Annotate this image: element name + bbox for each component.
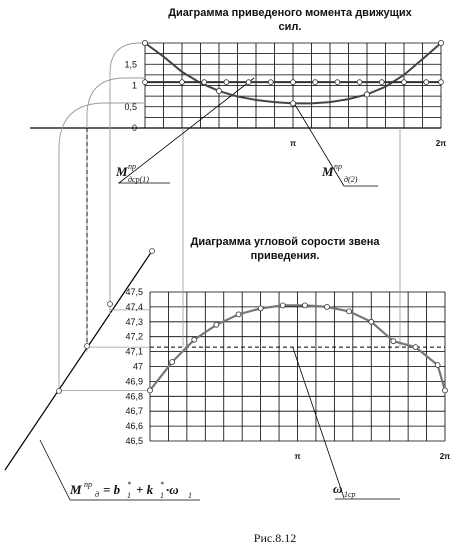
driving-moment-point bbox=[289, 100, 296, 107]
tick-labels: 0 0,5 1 1,5 46,5 46,6 46,7 46,8 46,9 47 47,1 47,2 47… bbox=[124, 59, 450, 461]
bottom-x-tick-label: 2π bbox=[440, 452, 451, 461]
top-y-tick-label: 1 bbox=[132, 81, 137, 91]
omega-point bbox=[169, 359, 176, 365]
bottom-y-tick-label: 46,9 bbox=[125, 376, 143, 386]
bottom-y-tick-label: 46,7 bbox=[125, 406, 143, 416]
omega-mean-label-main: ω bbox=[333, 481, 342, 496]
top-y-tick-label: 0 bbox=[132, 123, 137, 133]
bottom-x-tick-label: π bbox=[294, 452, 300, 461]
mean-moment-point bbox=[179, 79, 185, 85]
bottom-y-tick-label: 46,5 bbox=[125, 436, 143, 446]
omega-point bbox=[191, 336, 198, 343]
chart-series bbox=[141, 40, 448, 394]
driving-moment-point bbox=[215, 88, 222, 95]
formula-b-sup: * bbox=[127, 480, 131, 489]
driving-moment-point bbox=[437, 40, 444, 47]
formula-leader bbox=[39, 439, 71, 501]
mean-moment-point bbox=[223, 79, 230, 85]
omega-point bbox=[346, 308, 353, 315]
formula: M пр д = b 1 * + k 1 * ·ω 1 bbox=[69, 480, 192, 500]
omega-mean-label-sub: 1ср bbox=[344, 490, 356, 499]
mean-moment-point bbox=[401, 79, 407, 85]
formula-dot-omega: ·ω bbox=[166, 482, 179, 497]
omega-point bbox=[442, 387, 448, 394]
bottom-y-tick-label: 46,6 bbox=[125, 421, 143, 431]
bottom-chart-grid bbox=[149, 291, 446, 442]
formula-b-sub: 1 bbox=[127, 491, 131, 500]
mean-moment-point bbox=[290, 79, 296, 85]
omega-point bbox=[412, 344, 419, 351]
moment-driving-label-sup: пр bbox=[334, 162, 342, 171]
projection-curve bbox=[58, 102, 145, 389]
formula-sup: пр bbox=[84, 480, 92, 489]
omega-point bbox=[368, 318, 375, 325]
top-x-tick-label: 2π bbox=[436, 139, 447, 148]
bottom-y-tick-label: 47 bbox=[133, 362, 143, 372]
omega-point bbox=[147, 387, 153, 394]
top-y-tick-label: 0,5 bbox=[124, 102, 137, 112]
top-x-tick-label: π bbox=[290, 139, 296, 148]
bottom-y-tick-label: 47,3 bbox=[125, 317, 143, 327]
formula-plus-k: + k bbox=[136, 482, 154, 497]
driving-moment-point bbox=[363, 91, 370, 98]
omega-point bbox=[434, 362, 441, 368]
mean-moment-point bbox=[245, 79, 252, 85]
projection-curve bbox=[86, 77, 145, 352]
omega-point bbox=[301, 302, 308, 309]
omega-point bbox=[390, 338, 397, 345]
moment-mean-label-sub: дср(1) bbox=[128, 175, 149, 184]
omega-point bbox=[235, 311, 242, 318]
top-y-tick-label: 1,5 bbox=[124, 59, 137, 69]
mean-moment-point bbox=[142, 79, 148, 85]
mean-moment-point bbox=[334, 79, 341, 85]
diagonal-marker bbox=[149, 248, 155, 254]
bottom-y-tick-label: 47,2 bbox=[125, 332, 143, 342]
moment-mean-label-sup: пр bbox=[128, 162, 136, 171]
mean-moment-point bbox=[423, 79, 430, 85]
omega-point bbox=[213, 321, 220, 328]
moment-mean-leader bbox=[118, 77, 255, 184]
moment-driving-leader bbox=[293, 102, 345, 187]
bottom-chart-title-line2: приведения. bbox=[251, 250, 320, 262]
formula-omega-sub: 1 bbox=[188, 491, 192, 500]
moment-driving-label-sub: д(2) bbox=[344, 175, 358, 184]
formula-eq-b: = b bbox=[103, 482, 121, 497]
mean-moment-point bbox=[378, 79, 385, 85]
bottom-chart-title-line1: Диаграмма угловой сорости звена bbox=[191, 236, 381, 248]
diagonal-marker bbox=[107, 301, 113, 307]
mean-moment-point bbox=[201, 79, 208, 85]
mean-moment-point bbox=[267, 79, 274, 85]
bottom-y-tick-label: 47,5 bbox=[125, 287, 143, 297]
omega-point bbox=[257, 305, 264, 312]
figure-caption: Рис.8.12 bbox=[254, 531, 296, 545]
formula-m: M bbox=[69, 482, 82, 497]
formula-sub: д bbox=[95, 490, 99, 499]
top-chart-title-line2: сил. bbox=[279, 21, 302, 33]
mean-moment-point bbox=[312, 79, 319, 85]
driving-moment-point bbox=[141, 40, 148, 47]
construction-lines bbox=[4, 42, 401, 501]
projection-curve bbox=[109, 42, 145, 315]
top-chart-grid bbox=[30, 42, 442, 129]
mean-moment-point bbox=[438, 79, 444, 85]
top-chart-title-line1: Диаграмма приведеного момента движущих bbox=[168, 7, 412, 19]
moment-mean-label-main: M bbox=[115, 164, 128, 179]
bottom-y-tick-label: 46,8 bbox=[125, 391, 143, 401]
projection-diagonal bbox=[4, 250, 153, 471]
mean-moment-point bbox=[356, 79, 363, 85]
formula-k-sub: 1 bbox=[160, 491, 164, 500]
omega-point bbox=[324, 303, 330, 310]
moment-driving-label-main: M bbox=[321, 164, 334, 179]
diagonal-marker bbox=[84, 343, 90, 349]
omega-leader bbox=[292, 347, 345, 499]
diagonal-marker bbox=[56, 388, 62, 394]
omega-point bbox=[279, 302, 286, 309]
bottom-y-tick-label: 47,4 bbox=[125, 302, 143, 312]
formula-k-sup: * bbox=[160, 480, 164, 489]
bottom-y-tick-label: 47,1 bbox=[125, 347, 143, 357]
